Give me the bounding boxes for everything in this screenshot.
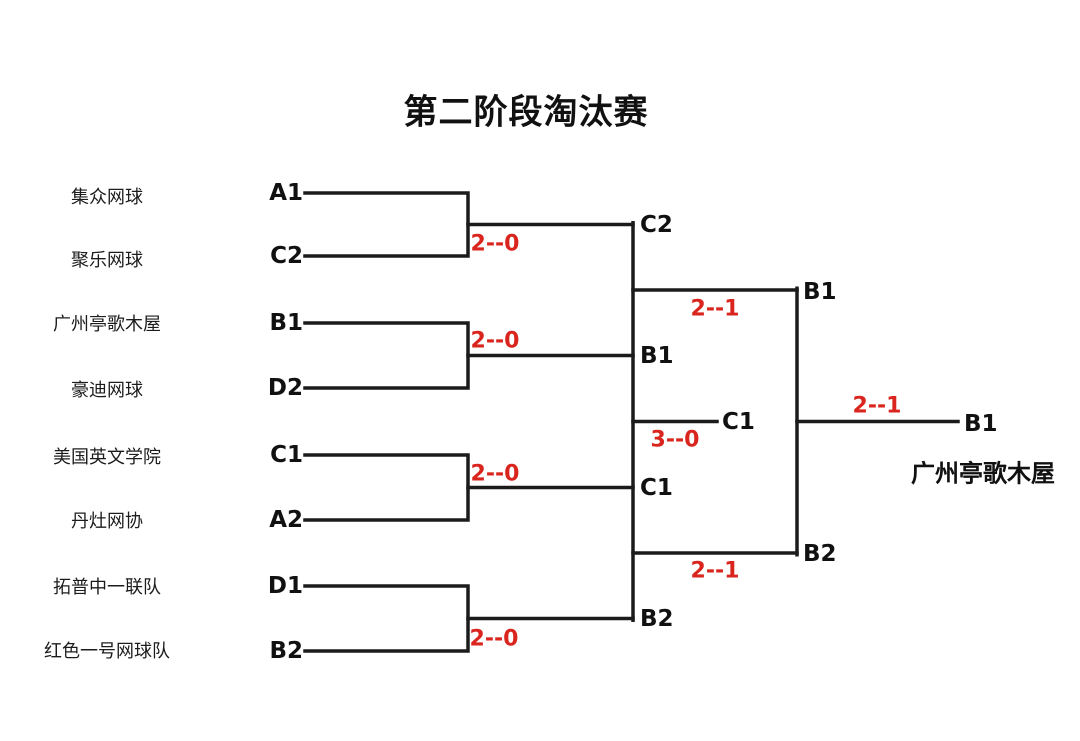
qf3-lines: [303, 453, 635, 522]
seed-label-1: A1: [269, 180, 303, 206]
third-place-winner-label: C1: [722, 409, 755, 435]
qf4-winner-label: B2: [640, 606, 674, 632]
champion-name: 广州亭歌木屋: [911, 459, 1055, 488]
qf1-score: 2--0: [470, 231, 520, 257]
sf2-score: 2--1: [690, 558, 740, 584]
team-name-1: 集众网球: [71, 187, 143, 208]
final-winner-label: B1: [964, 411, 998, 437]
qf4-lines: [303, 584, 635, 653]
seed-label-4: D2: [267, 375, 303, 401]
seed-label-7: D1: [267, 573, 303, 599]
team-name-5: 美国英文学院: [53, 447, 161, 468]
qf2-lines: [303, 321, 635, 390]
team-name-8: 红色一号网球队: [44, 641, 170, 662]
team-name-7: 拓普中一联队: [53, 577, 161, 598]
qf2-winner-label: B1: [640, 343, 674, 369]
seed-label-5: C1: [270, 442, 303, 468]
qf1-winner-label: C2: [640, 212, 673, 238]
page-title: 第二阶段淘汰赛: [403, 92, 649, 133]
seed-label-6: A2: [269, 507, 303, 533]
team-name-6: 丹灶网协: [71, 511, 143, 532]
qf4-score: 2--0: [469, 626, 519, 652]
qf3-score: 2--0: [470, 461, 520, 487]
qf1-lines: [303, 191, 635, 258]
third-place-score: 3--0: [650, 427, 700, 453]
final-score: 2--1: [852, 393, 902, 419]
sf1-winner-label: B1: [803, 279, 837, 305]
qf3-winner-label: C1: [640, 475, 673, 501]
seed-label-2: C2: [270, 243, 303, 269]
sf1-score: 2--1: [690, 296, 740, 322]
team-name-2: 聚乐网球: [71, 250, 143, 271]
sf2-winner-label: B2: [803, 541, 837, 567]
qf2-score: 2--0: [470, 328, 520, 354]
final-lines: [795, 286, 960, 557]
team-name-3: 广州亭歌木屋: [53, 314, 161, 335]
seed-label-3: B1: [269, 310, 303, 336]
seed-label-8: B2: [269, 638, 303, 664]
team-name-4: 豪迪网球: [71, 380, 143, 401]
